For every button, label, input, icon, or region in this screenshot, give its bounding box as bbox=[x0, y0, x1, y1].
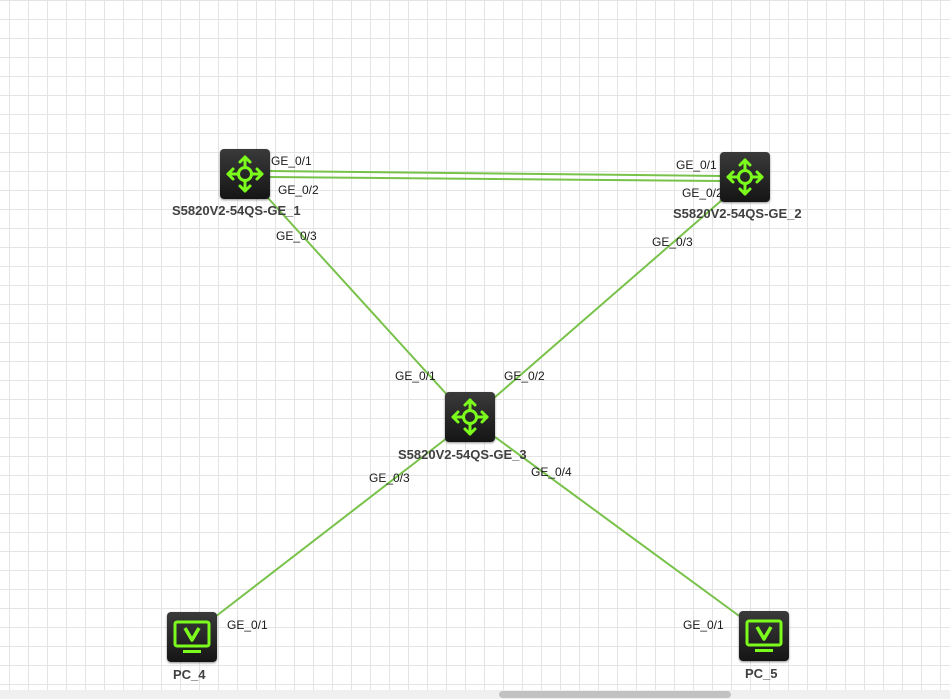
port-label-sw2-ge03: GE_0/3 bbox=[652, 235, 693, 249]
switch-sw1[interactable] bbox=[220, 149, 270, 199]
pc-pc4-label: PC_4 bbox=[173, 667, 206, 682]
port-label-sw3-ge03: GE_0/3 bbox=[369, 471, 410, 485]
horizontal-scrollbar[interactable] bbox=[0, 690, 950, 699]
pc-icon bbox=[173, 620, 211, 653]
port-label-sw1-ge03: GE_0/3 bbox=[276, 229, 317, 243]
switch-sw2[interactable] bbox=[720, 152, 770, 202]
horizontal-scrollbar-thumb[interactable] bbox=[499, 691, 731, 698]
switch-sw1-label: S5820V2-54QS-GE_1 bbox=[172, 203, 301, 218]
switch-sw3[interactable] bbox=[445, 392, 495, 442]
switch-sw2-label: S5820V2-54QS-GE_2 bbox=[673, 206, 802, 221]
port-label-sw1-ge02: GE_0/2 bbox=[278, 183, 319, 197]
link-sw3-ge03-pc4-ge01[interactable] bbox=[214, 437, 448, 618]
port-label-sw3-ge01: GE_0/1 bbox=[395, 369, 436, 383]
pc-icon bbox=[745, 619, 783, 652]
port-label-pc5-ge01: GE_0/1 bbox=[683, 618, 724, 632]
link-sw1-ge03-sw3-ge01[interactable] bbox=[267, 197, 451, 399]
link-sw3-ge04-pc5-ge01[interactable] bbox=[494, 436, 743, 619]
port-label-sw3-ge02: GE_0/2 bbox=[504, 369, 545, 383]
link-sw1-ge02-sw2-ge02[interactable] bbox=[267, 176, 723, 182]
port-label-sw2-ge02: GE_0/2 bbox=[682, 186, 723, 200]
link-sw2-ge03-sw3-ge02[interactable] bbox=[493, 199, 723, 399]
port-label-sw3-ge04: GE_0/4 bbox=[531, 465, 572, 479]
switch-icon bbox=[451, 398, 489, 436]
pc-pc5[interactable] bbox=[739, 611, 789, 661]
switch-icon bbox=[226, 155, 264, 193]
port-label-pc4-ge01: GE_0/1 bbox=[227, 618, 268, 632]
pc-pc4[interactable] bbox=[167, 612, 217, 662]
port-label-sw1-ge01: GE_0/1 bbox=[271, 154, 312, 168]
switch-sw3-label: S5820V2-54QS-GE_3 bbox=[398, 447, 527, 462]
port-label-sw2-ge01: GE_0/1 bbox=[676, 158, 717, 172]
switch-icon bbox=[726, 158, 764, 196]
link-sw1-ge01-sw2-ge01[interactable] bbox=[267, 170, 723, 177]
pc-pc5-label: PC_5 bbox=[745, 666, 778, 681]
